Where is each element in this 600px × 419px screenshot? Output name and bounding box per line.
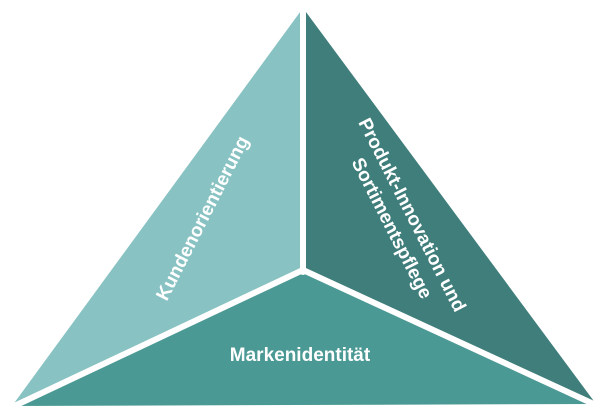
divider-lines xyxy=(7,5,600,411)
segment-left xyxy=(12,8,303,406)
divider-left xyxy=(7,267,306,411)
divider-right xyxy=(300,267,600,409)
segment-right xyxy=(303,8,596,404)
segment-bottom xyxy=(12,270,596,406)
label-markenidentitaet: Markenidentität xyxy=(230,345,371,366)
